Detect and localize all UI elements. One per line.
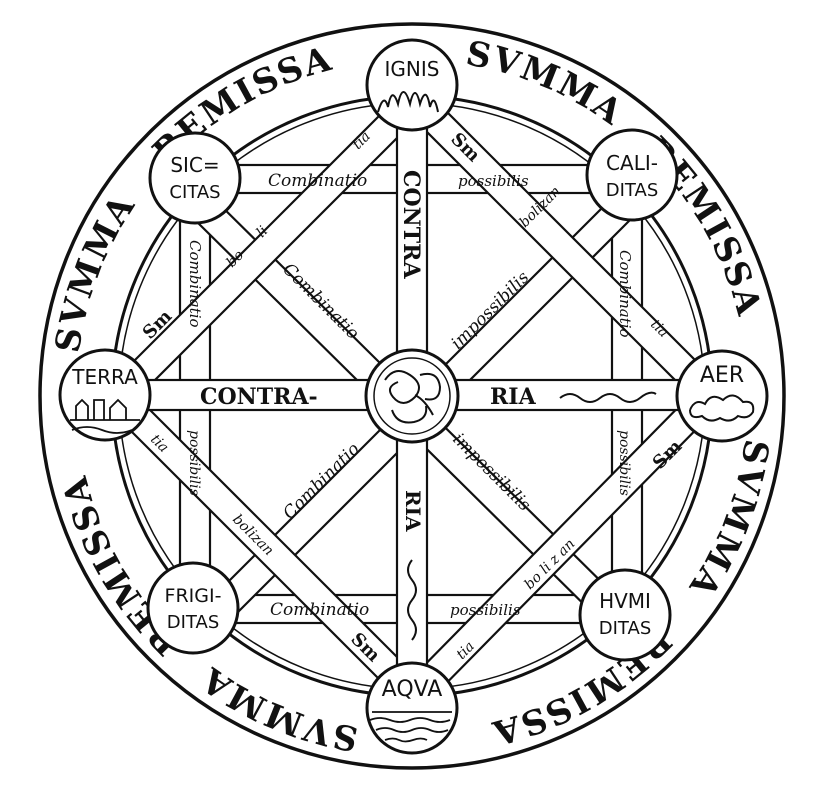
node-ignis: IGNIS [365,38,459,132]
text-possibilis-top: possibilis [458,172,529,190]
chaos-swirl-icon [384,370,442,424]
node-caliditas-line1: CALI- [606,151,658,175]
node-terra: TERRA [58,348,152,442]
node-humiditas: HVMI DITAS [578,568,672,662]
node-caliditas: CALI- DITAS [585,128,679,222]
outer-ring-outer [38,22,786,770]
text-ria-horizontal: RIA [490,384,537,410]
text-possibilis-bottom: possibilis [450,601,521,619]
serpent-icon-bottom [407,559,417,641]
fire-icon [377,91,439,113]
text-possibilis-right: possibilis [616,430,632,496]
text-possibilis-left: possibilis [186,430,202,496]
node-siccitas-line1: SIC= [170,153,219,177]
node-frigiditas: FRIGI- DITAS [146,561,240,655]
text-combinatio-top: Combinatio [268,171,367,191]
node-aqua-label: AQVA [382,677,443,702]
node-frigiditas-line1: FRIGI- [165,585,222,607]
node-ignis-label: IGNIS [385,57,440,81]
cloud-icon [689,394,755,422]
town-icon [70,398,140,434]
text-combinatio-left: Combinatio [186,240,204,328]
node-siccitas-line2: CITAS [169,182,220,203]
text-contra-vertical: CONTRA [398,170,424,279]
node-humiditas-line1: HVMI [599,589,651,613]
node-humiditas-line2: DITAS [599,618,652,639]
water-icon [369,711,452,743]
text-combinatio-right: Combinatio [616,250,634,338]
center-disc [364,348,460,444]
node-siccitas: SIC= CITAS [148,131,242,225]
node-aer-label: AER [700,363,744,388]
text-combinatio-bottom: Combinatio [270,600,369,620]
node-aer: AER [675,349,769,443]
node-caliditas-line2: DITAS [606,180,659,201]
serpent-icon-right [559,391,657,403]
node-aqua: AQVA [365,661,459,755]
node-terra-label: TERRA [71,365,138,389]
node-frigiditas-line2: DITAS [167,612,220,633]
text-contra-horizontal: CONTRA- [200,384,318,410]
text-ria-vertical: RIA [401,490,425,532]
